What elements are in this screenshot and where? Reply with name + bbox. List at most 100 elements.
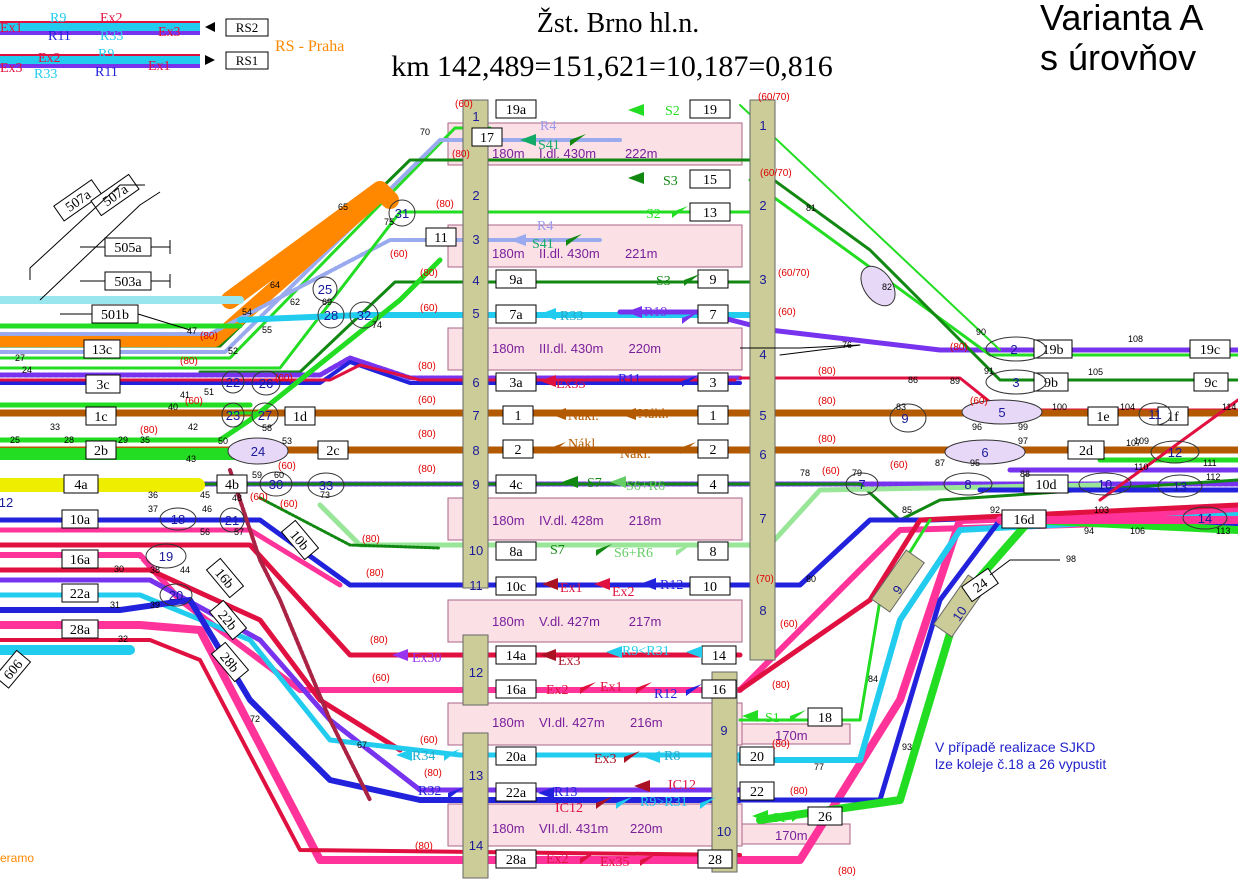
svg-text:(60): (60) (420, 735, 438, 746)
station-title: Žst. Brno hl.n. (537, 8, 700, 39)
track-box-10c: 10c (495, 576, 537, 596)
svg-text:103: 103 (1094, 505, 1109, 515)
svg-text:105: 105 (1088, 367, 1103, 377)
svg-text:46: 46 (202, 504, 212, 514)
box-13c: 13c (83, 339, 121, 359)
track-box-8: 8 (697, 541, 729, 561)
svg-text:108: 108 (1128, 334, 1143, 344)
svg-text:1: 1 (515, 409, 522, 424)
circle-23: 23 (221, 402, 245, 428)
circle-25: 25 (312, 276, 338, 302)
box-10b: 10b (280, 519, 320, 561)
svg-text:31: 31 (395, 206, 409, 221)
svg-text:(60): (60) (780, 619, 798, 630)
train-label-r32: R32 (418, 784, 441, 799)
box-28a-left: 28a (61, 619, 99, 639)
svg-text:43: 43 (186, 454, 196, 464)
svg-text:(80): (80) (790, 786, 808, 797)
circle-20: 20 (159, 583, 193, 607)
svg-text:22a: 22a (506, 786, 527, 801)
box-501b: 501b (91, 304, 139, 324)
track-box-14: 14 (701, 645, 737, 665)
svg-text:(60): (60) (275, 373, 293, 384)
train-labels: S2 R4 S41 S3 S2 R4 S41 S3 R33 R19 Ex35 R… (412, 104, 787, 870)
svg-text:37: 37 (148, 504, 158, 514)
svg-text:501b: 501b (101, 308, 129, 323)
svg-text:78: 78 (800, 468, 810, 478)
platform-7 (447, 803, 743, 847)
svg-text:51: 51 (204, 387, 214, 397)
svg-text:107: 107 (1126, 438, 1141, 448)
svg-text:(80): (80) (140, 425, 158, 436)
track-box-22a: 22a (495, 782, 537, 802)
rs2-box (225, 18, 269, 37)
col-b-num-1: 1 (759, 118, 766, 133)
km-title: km 142,489=151,621=10,187=0,816 (391, 50, 833, 83)
svg-text:9a: 9a (509, 273, 523, 288)
svg-text:38: 38 (150, 565, 160, 575)
svg-text:26: 26 (259, 376, 273, 391)
box-1e: 1e (1087, 406, 1119, 426)
svg-text:111: 111 (1203, 458, 1217, 468)
svg-text:87: 87 (935, 458, 945, 468)
train-label-s1-18: S1 (765, 711, 780, 726)
svg-text:(80): (80) (418, 361, 436, 372)
track-box-20a: 20a (495, 746, 537, 766)
svg-text:(60): (60) (280, 499, 298, 510)
svg-text:(60/70): (60/70) (778, 268, 810, 279)
svg-text:75: 75 (384, 217, 394, 227)
right-boxes: 19b 19c 9b 9c 1e 1f 2d 10d 16d 24 (961, 339, 1231, 603)
svg-text:(80): (80) (424, 768, 442, 779)
svg-text:40: 40 (168, 402, 178, 412)
svg-text:(60): (60) (778, 307, 796, 318)
svg-text:2d: 2d (1079, 444, 1093, 459)
svg-text:96: 96 (972, 422, 982, 432)
svg-text:92: 92 (990, 505, 1000, 515)
svg-text:2: 2 (515, 443, 522, 458)
train-label-ex2-10: Ex2 (612, 585, 635, 600)
col-a-num-11: 11 (469, 578, 483, 593)
svg-text:62: 62 (290, 297, 300, 307)
svg-text:1d: 1d (293, 410, 307, 425)
box-4a: 4a (63, 474, 99, 494)
svg-text:28: 28 (64, 435, 74, 445)
column-b-upper (749, 99, 776, 661)
svg-text:88: 88 (1020, 469, 1030, 479)
box-1c: 1c (85, 406, 117, 426)
train-label-r34: R34 (412, 749, 435, 764)
svg-text:20: 20 (750, 750, 764, 765)
svg-text:110: 110 (1134, 462, 1148, 472)
legend-top-r9: R9 (50, 11, 66, 26)
track-box-3a: 3a (495, 372, 537, 392)
svg-text:3: 3 (1012, 375, 1019, 390)
note-line-2: lze koleje č.18 a 26 vypustit (935, 756, 1106, 772)
col-a-num-9: 9 (472, 477, 479, 492)
box-19b: 19b (1033, 339, 1073, 359)
circle-31: 31 (388, 199, 416, 227)
svg-text:2b: 2b (94, 444, 108, 459)
box-505a: 505a (104, 237, 152, 257)
svg-text:11: 11 (1148, 407, 1162, 422)
svg-text:72: 72 (250, 714, 260, 724)
train-label-s6r6-8: S6+R6 (614, 546, 653, 561)
track-box-7a: 7a (495, 304, 537, 324)
svg-text:(80): (80) (772, 739, 790, 750)
box-9b: 9b (1033, 372, 1069, 392)
track-box-2-right: 2 (697, 439, 729, 459)
circle-21: 21 (219, 507, 245, 533)
svg-text:31: 31 (110, 600, 120, 610)
circle-14-right: 14 (1182, 506, 1228, 530)
svg-text:54: 54 (242, 307, 252, 317)
svg-text:3a: 3a (509, 376, 523, 391)
svg-text:84: 84 (868, 674, 878, 684)
svg-text:100: 100 (1052, 402, 1067, 412)
train-label-ex35-28: Ex35 (600, 855, 630, 870)
track-box-14a: 14a (495, 645, 537, 665)
header: Žst. Brno hl.n. km 142,489=151,621=10,18… (0, 0, 1203, 83)
train-label-nakl-2a: Nákl. (568, 437, 599, 452)
svg-text:(80): (80) (415, 841, 433, 852)
col-b-num-9: 9 (720, 723, 727, 738)
svg-text:1: 1 (710, 409, 717, 424)
train-label-nakl-1a: Nákl. (568, 409, 599, 424)
